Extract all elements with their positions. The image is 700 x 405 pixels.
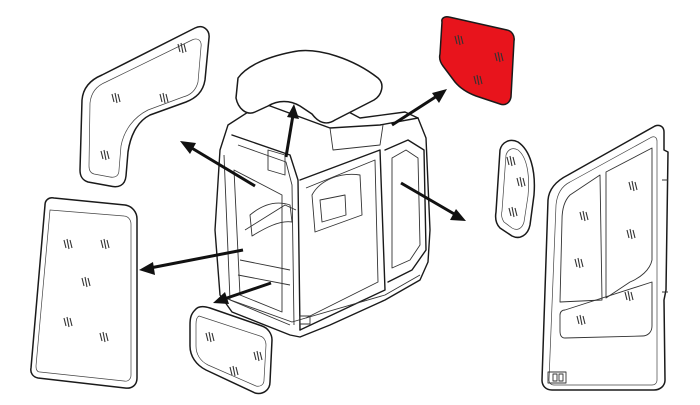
door-glass[interactable] <box>541 124 669 391</box>
right-side-small-glass[interactable] <box>494 139 536 239</box>
arrow-to-roof-glass <box>284 104 299 158</box>
rear-left-upper-glass[interactable] <box>79 26 210 188</box>
arrow-to-front-lower-glass <box>213 281 272 304</box>
arrow-to-left-large-glass <box>139 248 244 275</box>
front-lower-glass[interactable] <box>189 305 273 395</box>
arrow-to-upper-right-rear-glass <box>391 89 447 127</box>
upper-right-rear-glass[interactable] <box>438 16 515 106</box>
arrow-to-right-side-small-glass <box>400 181 466 221</box>
arrow-to-rear-left-upper-glass <box>180 141 256 188</box>
cab-body <box>214 84 431 338</box>
arrows <box>139 89 466 304</box>
left-large-glass[interactable] <box>30 197 138 389</box>
roof-glass[interactable] <box>235 49 383 124</box>
